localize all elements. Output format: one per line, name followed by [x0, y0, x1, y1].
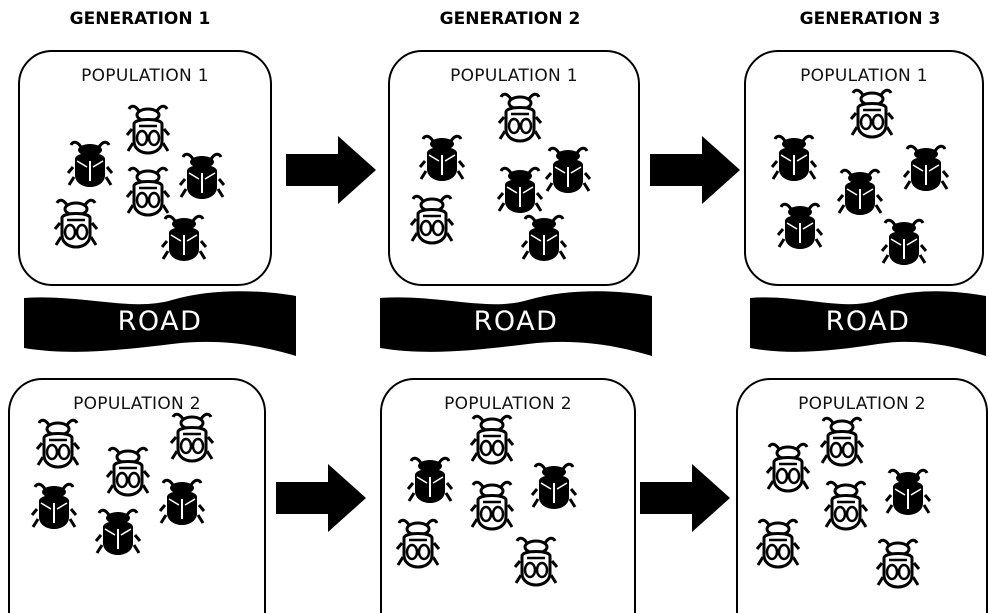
gen1-population-1-label: POPULATION 1 — [81, 66, 209, 86]
gen2-population-1-box: POPULATION 1 — [388, 50, 640, 286]
gen3-road: ROAD — [748, 286, 988, 358]
gen1-road: ROAD — [22, 286, 298, 358]
gen3-road-label: ROAD — [825, 306, 911, 337]
light-beetle-icon — [497, 91, 543, 145]
gen1-population-1-box: POPULATION 1 — [18, 50, 272, 286]
light-beetle-icon — [849, 87, 895, 141]
light-beetle-icon — [755, 517, 801, 571]
light-beetle-icon — [819, 415, 865, 469]
gen1-population-2-label: POPULATION 2 — [73, 394, 201, 414]
right-arrow-icon — [286, 136, 378, 209]
dark-beetle-icon — [94, 505, 142, 559]
gen3-population-1-label: POPULATION 1 — [800, 66, 928, 86]
dark-beetle-icon — [520, 211, 568, 265]
gen3-population-2-label: POPULATION 2 — [798, 394, 926, 414]
dark-beetle-icon — [178, 149, 226, 203]
generation-2-title: GENERATION 2 — [439, 9, 581, 29]
light-beetle-icon — [125, 165, 171, 219]
light-beetle-icon — [469, 479, 515, 533]
dark-beetle-icon — [160, 211, 208, 265]
gen2-population-1-label: POPULATION 1 — [450, 66, 578, 86]
right-arrow-icon — [276, 464, 368, 537]
light-beetle-icon — [823, 479, 869, 533]
dark-beetle-icon — [880, 215, 928, 269]
light-beetle-icon — [469, 413, 515, 467]
light-beetle-icon — [53, 197, 99, 251]
dark-beetle-icon — [418, 131, 466, 185]
road-banner-shape — [380, 291, 652, 356]
light-beetle-icon — [105, 445, 151, 499]
gen1-population-2-box: POPULATION 2 — [8, 378, 266, 613]
dark-beetle-icon — [530, 459, 578, 513]
dark-beetle-icon — [544, 143, 592, 197]
road-banner-shape — [24, 291, 296, 356]
light-beetle-icon — [35, 417, 81, 471]
road-banner-shape — [750, 291, 986, 356]
dark-beetle-icon — [496, 163, 544, 217]
light-beetle-icon — [169, 411, 215, 465]
dark-beetle-icon — [406, 453, 454, 507]
light-beetle-icon — [409, 193, 455, 247]
gen2-population-2-label: POPULATION 2 — [444, 394, 572, 414]
dark-beetle-icon — [158, 475, 206, 529]
right-arrow-icon — [640, 464, 732, 537]
light-beetle-icon — [125, 103, 171, 157]
light-beetle-icon — [765, 441, 811, 495]
light-beetle-icon — [513, 535, 559, 589]
generation-1-title: GENERATION 1 — [69, 9, 211, 29]
right-arrow-icon — [650, 136, 742, 209]
dark-beetle-icon — [66, 137, 114, 191]
dark-beetle-icon — [776, 199, 824, 253]
gen3-population-2-box: POPULATION 2 — [736, 378, 988, 613]
dark-beetle-icon — [884, 465, 932, 519]
dark-beetle-icon — [836, 165, 884, 219]
light-beetle-icon — [395, 517, 441, 571]
dark-beetle-icon — [770, 131, 818, 185]
dark-beetle-icon — [30, 479, 78, 533]
dark-beetle-icon — [902, 141, 950, 195]
gen2-road: ROAD — [378, 286, 654, 358]
generation-3-title: GENERATION 3 — [799, 9, 941, 29]
gen3-population-1-box: POPULATION 1 — [744, 50, 984, 286]
light-beetle-icon — [875, 537, 921, 591]
gen2-population-2-box: POPULATION 2 — [380, 378, 636, 613]
gen2-road-label: ROAD — [473, 306, 559, 337]
gen1-road-label: ROAD — [117, 306, 203, 337]
